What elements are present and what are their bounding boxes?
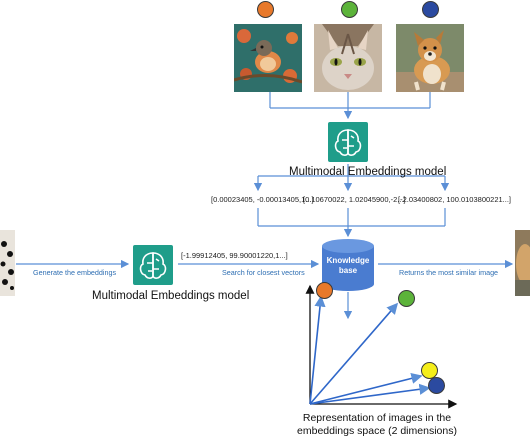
query-image	[0, 230, 15, 296]
green-ray	[309, 302, 399, 405]
query-vector: [-1.99912405, 99.90001220,1...]	[181, 251, 288, 260]
kb-line1: Knowledge	[326, 256, 370, 265]
yellow-ray	[309, 372, 423, 405]
orange-ray	[309, 295, 326, 405]
cat-image	[314, 24, 382, 92]
navy-point	[428, 377, 445, 394]
search-label: Search for closest vectors	[222, 268, 305, 277]
dog-color-dot	[422, 1, 439, 18]
knowledge-base-label: Knowledge base	[320, 256, 376, 277]
result-image	[515, 230, 530, 296]
knowledge-base-icon	[322, 239, 374, 291]
bird-color-dot	[257, 1, 274, 18]
navy-ray	[309, 383, 431, 405]
cat-vector: [0.10670022, 1.02045900,-2...]	[303, 195, 406, 204]
green-point	[398, 290, 415, 307]
bird-image	[234, 24, 302, 92]
caption-line2: embeddings space (2 dimensions)	[297, 425, 457, 438]
top-model-icon	[328, 122, 368, 162]
generate-label: Generate the embeddings	[33, 268, 117, 277]
bird-vector: [0.00023405, -0.00013405,1...]	[211, 195, 314, 204]
kb-line2: base	[338, 266, 358, 276]
dog-vector: [-2.03400802, 100.0103800221...]	[398, 195, 512, 204]
cat-color-dot	[341, 1, 358, 18]
embedding-space-caption: Representation of images in the embeddin…	[282, 412, 472, 438]
caption-line1: Representation of images in the	[302, 412, 452, 424]
top-model-label: Multimodal Embeddings model	[289, 166, 447, 178]
bottom-model-label: Multimodal Embeddings model	[92, 290, 250, 302]
orange-point	[316, 282, 333, 299]
dog-image	[396, 24, 464, 92]
returns-label: Returns the most similar image	[399, 268, 499, 277]
bottom-model-icon	[133, 245, 173, 285]
